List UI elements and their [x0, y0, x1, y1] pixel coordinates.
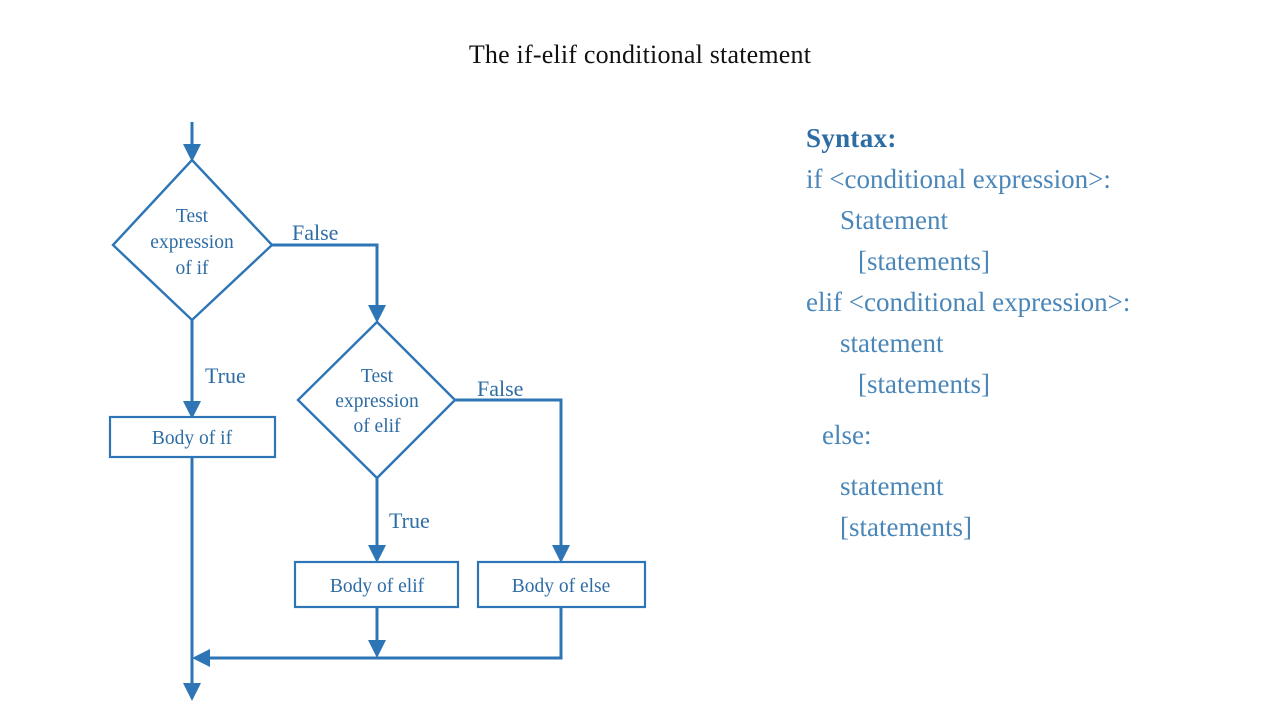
- edge-label-if-true: True: [205, 363, 246, 388]
- node-body-elif: Body of elif: [293, 560, 460, 609]
- edge-if-false: [272, 243, 386, 323]
- decision-elif-line-2: expression: [335, 391, 419, 412]
- syntax-heading: Syntax:: [806, 123, 897, 153]
- edge-if-true: [183, 320, 201, 419]
- body-else-label: Body of else: [512, 576, 611, 597]
- syntax-line-else-statement: statement: [840, 471, 944, 501]
- syntax-line-if: if <conditional expression>:: [806, 164, 1111, 194]
- body-elif-label: Body of elif: [330, 576, 425, 597]
- syntax-line-else-statements: [statements]: [840, 512, 972, 542]
- decision-if-line-1: Test: [176, 206, 209, 227]
- syntax-block: Syntax: if <conditional expression>: Sta…: [806, 118, 1266, 548]
- syntax-line-elif-statements: [statements]: [858, 369, 990, 399]
- edge-entry: [183, 122, 201, 162]
- node-decision-if: Test expression of if: [111, 158, 274, 322]
- syntax-line-elif: elif <conditional expression>:: [806, 287, 1131, 317]
- node-decision-elif: Test expression of elif: [296, 320, 457, 480]
- body-if-label: Body of if: [152, 428, 233, 449]
- edge-elif-false: [455, 398, 570, 563]
- node-body-else: Body of else: [476, 560, 647, 609]
- decision-if-line-3: of if: [175, 258, 209, 279]
- edge-body-elif-to-merge: [368, 607, 386, 658]
- edge-body-else-to-merge: [192, 607, 563, 667]
- flowchart-canvas: Test expression of if False True Body of…: [108, 122, 647, 701]
- syntax-line-elif-statement: statement: [840, 328, 944, 358]
- page-title: The if-elif conditional statement: [468, 40, 812, 69]
- node-body-if: Body of if: [108, 415, 277, 459]
- edge-label-if-false: False: [292, 220, 338, 245]
- syntax-line-if-statement: Statement: [840, 205, 948, 235]
- decision-elif-line-1: Test: [361, 366, 394, 387]
- decision-elif-line-3: of elif: [353, 416, 401, 437]
- edge-body-if-to-merge: [183, 457, 201, 701]
- edge-label-elif-false: False: [477, 376, 523, 401]
- syntax-line-if-statements: [statements]: [858, 246, 990, 276]
- edge-elif-true: [368, 478, 386, 563]
- edge-label-elif-true: True: [389, 508, 430, 533]
- syntax-line-else: else:: [822, 420, 872, 450]
- decision-if-line-2: expression: [150, 232, 234, 253]
- flowchart-diagram: Test expression of if False True Body of…: [108, 122, 647, 701]
